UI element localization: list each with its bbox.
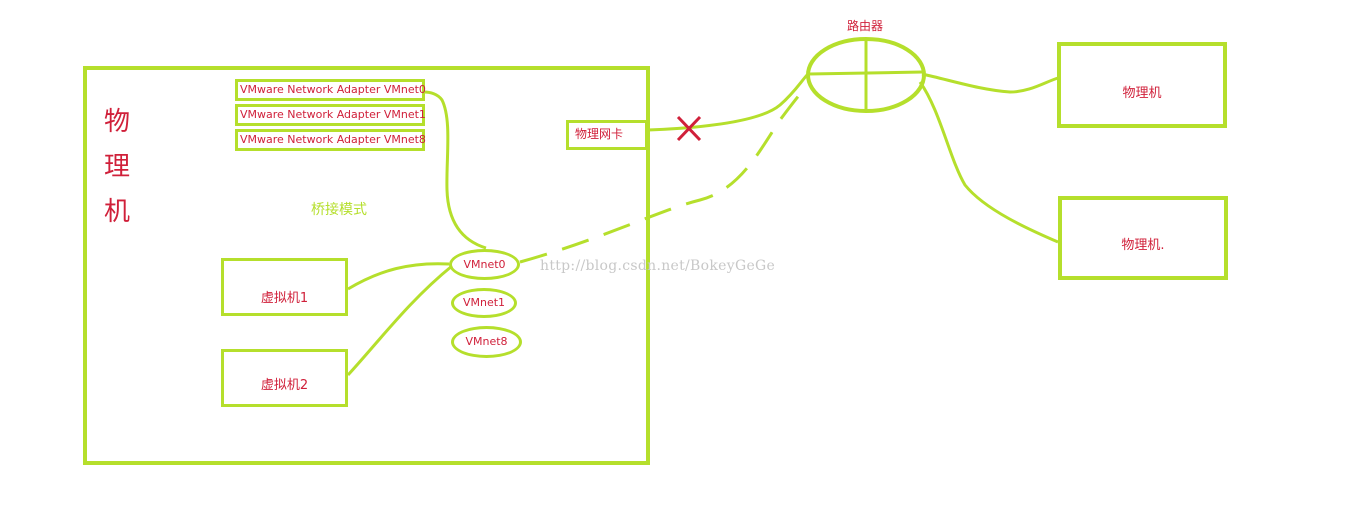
external-host-1-label: 物理机	[1122, 86, 1162, 101]
bridge-dashed-link	[519, 83, 810, 264]
physical-host-title: 物 理 机	[103, 107, 130, 227]
vm-1-label: 虚拟机1	[260, 291, 309, 306]
link-vm2-vmnet0	[346, 264, 453, 377]
watermark: http://blog.csdn.net/BokeyGeGe	[540, 258, 776, 274]
physical-host-box	[83, 66, 650, 465]
bridge-mode-label: 桥接模式	[311, 202, 367, 218]
router-cross-h	[808, 70, 924, 76]
link-router-host1	[921, 72, 1059, 94]
adapter-vmnet0: VMware Network Adapter VMnet0	[235, 79, 426, 101]
vnet-vmnet1: VMnet1	[451, 288, 517, 318]
adapter-vmnet1: VMware Network Adapter VMnet1	[235, 104, 426, 126]
vm-2-label: 虚拟机2	[260, 378, 309, 393]
link-router-host2	[918, 81, 1059, 244]
vnet-vmnet0: VMnet0	[449, 249, 520, 280]
vm-1: 虚拟机1	[221, 258, 348, 316]
physical-nic: 物理网卡	[566, 120, 648, 150]
adapter-vmnet8: VMware Network Adapter VMnet8	[235, 129, 426, 151]
vm-2: 虚拟机2	[221, 349, 348, 407]
link-vmnet0-adapter	[423, 90, 487, 250]
disconnected-mark-b	[676, 115, 702, 142]
vnet-vmnet8: VMnet8	[451, 326, 522, 358]
external-host-2-label: 物理机.	[1121, 238, 1165, 253]
router-label: 路由器	[847, 19, 884, 33]
external-host-1: 物理机	[1057, 42, 1227, 128]
link-vm1-vmnet0	[347, 262, 450, 291]
external-host-2: 物理机.	[1058, 196, 1228, 280]
link-nic-router	[647, 72, 810, 132]
